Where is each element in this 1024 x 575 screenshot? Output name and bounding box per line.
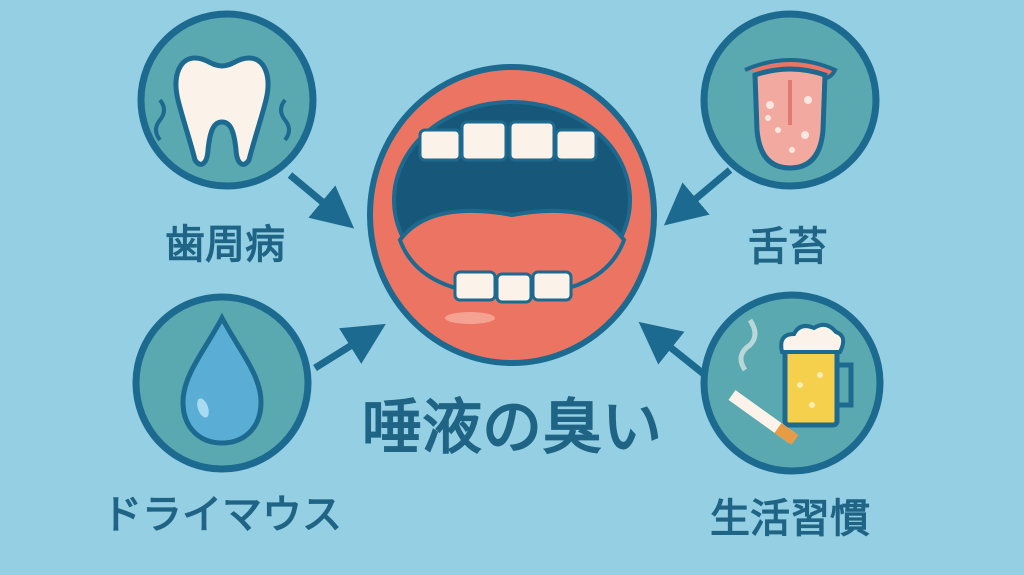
- tooth-icon: [173, 55, 271, 167]
- tooth-circle: [137, 10, 317, 190]
- label-periodontal: 歯周病: [165, 222, 285, 268]
- arrow-tongue: [663, 167, 733, 226]
- arrow-periodontal: [287, 172, 355, 229]
- beer-cigarette-icon: [728, 318, 854, 445]
- arrow-dry-mouth: [313, 323, 386, 371]
- open-mouth-icon: [367, 64, 657, 366]
- lifestyle-circle: [700, 291, 884, 475]
- label-tongue-coating: 舌苔: [748, 224, 828, 270]
- tongue-circle: [700, 10, 880, 190]
- arrow-lifestyle: [638, 321, 708, 378]
- drop-circle: [132, 293, 312, 473]
- label-dry-mouth: ドライマウス: [102, 492, 342, 538]
- arrows: [287, 167, 733, 378]
- label-lifestyle: 生活習慣: [710, 496, 870, 542]
- main-title: 唾液の臭い: [362, 393, 662, 463]
